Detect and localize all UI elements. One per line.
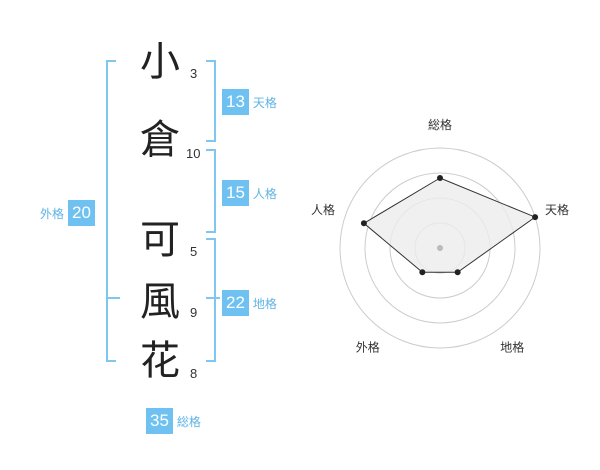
chikaku-divider	[206, 297, 220, 299]
radar-ring-3	[364, 172, 516, 324]
name-char-4: 風	[140, 279, 180, 325]
radar-ring-4	[339, 147, 541, 349]
gaikaku-divider	[106, 297, 120, 299]
radar-point-5	[360, 220, 367, 227]
soukaku-badge: 35 総格	[146, 408, 201, 434]
jinkaku-label: 人格	[252, 186, 277, 201]
gaikaku-value: 20	[68, 200, 95, 226]
tenkaku-bracket	[206, 60, 216, 142]
tenkaku-value: 13	[222, 89, 249, 115]
chikaku-badge: 22 地格	[222, 290, 277, 316]
stroke-count-3: 5	[190, 244, 198, 259]
stroke-count-4: 9	[190, 305, 198, 320]
name-char-1: 小	[140, 39, 180, 85]
chikaku-label: 地格	[252, 296, 277, 311]
stroke-count-5: 8	[190, 366, 198, 381]
chikaku-bracket	[206, 238, 216, 362]
radar-axis-label-1: 総格	[428, 117, 452, 132]
radar-axis-label-5: 人格	[311, 202, 335, 217]
radar-point-2	[532, 214, 539, 221]
radar-axis-label-2: 天格	[545, 202, 569, 217]
jinkaku-badge: 15 人格	[222, 180, 277, 206]
radar-point-3	[454, 269, 461, 276]
stroke-count-2: 10	[186, 146, 201, 161]
name-char-5: 花	[140, 338, 180, 384]
jinkaku-bracket	[206, 149, 216, 233]
soukaku-label: 総格	[176, 414, 201, 429]
gaikaku-label: 外格	[40, 206, 65, 221]
radar-point-4	[419, 269, 426, 276]
radar-area	[363, 177, 537, 273]
name-char-2: 倉	[140, 117, 180, 163]
name-char-3: 可	[140, 217, 180, 263]
radar-center	[437, 245, 443, 251]
stroke-count-1: 3	[190, 66, 198, 81]
tenkaku-label: 天格	[252, 95, 277, 110]
radar-point-1	[437, 175, 443, 181]
radar-axis-label-3: 地格	[500, 340, 524, 355]
jinkaku-value: 15	[222, 180, 249, 206]
radar-axis-label-4: 外格	[356, 340, 380, 355]
gaikaku-badge: 外格 20	[40, 200, 95, 226]
chikaku-value: 22	[222, 290, 249, 316]
gaikaku-bracket	[106, 60, 116, 362]
soukaku-value: 35	[146, 408, 173, 434]
tenkaku-badge: 13 天格	[222, 89, 277, 115]
